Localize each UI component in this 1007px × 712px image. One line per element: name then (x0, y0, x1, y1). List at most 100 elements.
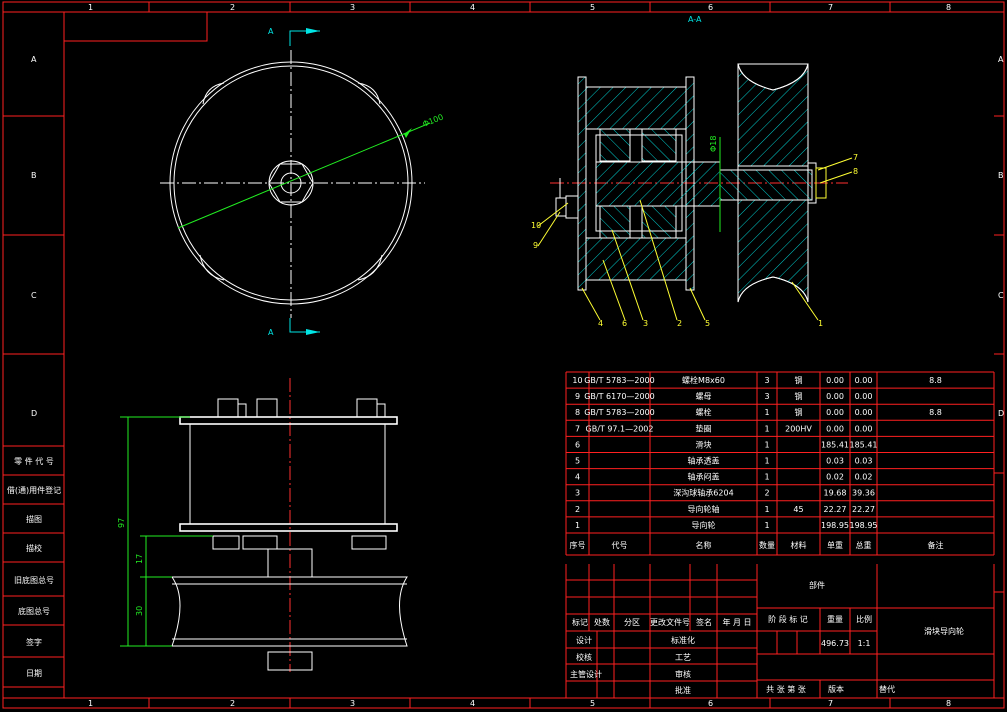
col-number: 6 (708, 3, 713, 12)
col-number: 2 (230, 3, 235, 12)
bom-cell: 0.02 (826, 473, 844, 482)
bom-cell: 钢 (795, 375, 803, 385)
side-labels: 零 件 代 号 借(通)用件登记 描图 描校 旧底图总号 底图总号 签字 日期 (7, 456, 61, 678)
rev-header: 年 月 日 (722, 617, 751, 627)
scale-value: 1:1 (858, 639, 871, 648)
drawing-title: 滑块导向轮 (924, 626, 964, 636)
bom-cell: 200HV (785, 424, 812, 433)
col-number: 3 (350, 699, 355, 708)
bom-cell: 垫圈 (696, 423, 712, 433)
bom-cell: 1 (764, 408, 769, 417)
bom-cell: 1 (764, 457, 769, 466)
col-number: 5 (590, 699, 595, 708)
balloon-label: 10 (531, 221, 541, 230)
bom-cell: 7 (575, 424, 580, 433)
material-label: 部件 (809, 580, 825, 590)
bom-cell: 3 (764, 392, 769, 401)
bom-cell: 22.27 (824, 505, 847, 514)
bom-cell: 深沟球轴承6204 (673, 488, 733, 498)
check-label: 批准 (675, 685, 691, 695)
side-label: 底图总号 (18, 606, 50, 616)
bom-cell: 导向轮轴 (688, 504, 720, 514)
weight-label: 重量 (827, 614, 843, 624)
bom-cell: 198.95 (821, 521, 849, 530)
role-label: 设计 (576, 635, 592, 645)
side-label: 旧底图总号 (14, 575, 54, 585)
bom-cell: 8 (575, 408, 580, 417)
col-number: 1 (88, 3, 93, 12)
bom-header: 总重 (856, 540, 872, 550)
row-letter: D (998, 409, 1004, 418)
bom-header: 名称 (696, 540, 712, 550)
section-mark: A (268, 328, 274, 337)
col-number: 2 (230, 699, 235, 708)
bom-cell: 198.95 (850, 521, 878, 530)
bom-cell: 1 (764, 505, 769, 514)
diameter-label: Φ100 (421, 112, 444, 128)
bom-cell: 1 (764, 473, 769, 482)
balloon-label: 3 (643, 319, 648, 328)
bom-cell: 1 (764, 521, 769, 530)
balloon-label: 4 (598, 319, 603, 328)
check-label: 工艺 (675, 653, 691, 662)
check-label: 标准化 (671, 635, 695, 645)
role-label: 主管设计 (570, 669, 602, 679)
bom-cell: 0.00 (826, 424, 844, 433)
front-view: A A Φ100 (160, 27, 445, 337)
col-number: 7 (828, 3, 833, 12)
balloon-label: 8 (853, 167, 858, 176)
stage-label: 阶 段 标 记 (768, 614, 808, 624)
bom-cell: 185.41 (821, 440, 849, 449)
col-number: 6 (708, 699, 713, 708)
role-label: 校核 (576, 652, 592, 662)
row-letter: B (31, 171, 37, 180)
bom-cell: 0.00 (826, 408, 844, 417)
bom-cell: 6 (575, 440, 580, 449)
bom-cell: 0.02 (855, 473, 873, 482)
bom-cell: 0.00 (855, 392, 873, 401)
title-block: 部件 标记 处数 分区 更改文件号 签名 年 月 日 设计 校核 主管设计 标准… (565, 564, 995, 698)
scale-label: 比例 (856, 614, 872, 624)
col-number: 5 (590, 3, 595, 12)
bom-cell: 10 (572, 376, 582, 385)
col-number: 4 (470, 699, 475, 708)
replace-label: 替代 (879, 684, 895, 694)
bom-cell: 1 (575, 521, 580, 530)
side-label: 零 件 代 号 (14, 456, 54, 466)
side-view: 97 17 30 (117, 378, 408, 672)
rev-header: 分区 (624, 618, 640, 627)
weight-value: 496.73 (821, 639, 849, 648)
check-label: 审核 (675, 669, 691, 679)
bom-cell: 0.03 (855, 457, 873, 466)
rev-header: 处数 (594, 617, 610, 627)
bom-header: 材料 (791, 540, 807, 550)
bom-cell: 0.00 (855, 424, 873, 433)
balloon-label: 2 (677, 319, 682, 328)
bom-cell: GB/T 97.1—2002 (586, 424, 654, 433)
bom-cell: 2 (575, 505, 580, 514)
bom-header: 单重 (827, 540, 843, 550)
bom-cell: 45 (793, 505, 803, 514)
col-number: 1 (88, 699, 93, 708)
side-label: 借(通)用件登记 (7, 485, 61, 495)
version-label: 版本 (828, 684, 844, 694)
bom-cell: GB/T 5783—2000 (584, 376, 655, 385)
bom-cell: 3 (764, 376, 769, 385)
bom-cell: 滑块 (696, 439, 712, 449)
bom-cell: 钢 (795, 391, 803, 401)
bom-cell: 8.8 (929, 408, 942, 417)
bom-cell: 1 (764, 424, 769, 433)
rev-header: 标记 (572, 617, 588, 627)
bom-cell: 螺栓M8x60 (682, 375, 725, 385)
row-letter: A (998, 55, 1004, 64)
rev-header: 更改文件号 (650, 617, 690, 627)
side-label: 描图 (26, 514, 42, 524)
side-label: 描校 (26, 543, 42, 553)
bom-cell: 19.68 (824, 489, 847, 498)
dim-lower: 30 (135, 606, 144, 616)
bom-header: 备注 (928, 540, 944, 550)
bom-cell: 5 (575, 457, 580, 466)
row-letter: C (998, 291, 1004, 300)
